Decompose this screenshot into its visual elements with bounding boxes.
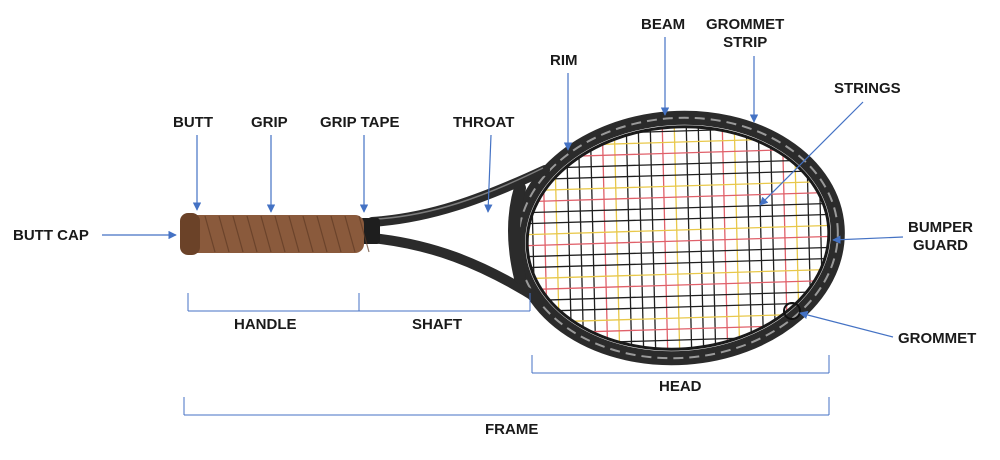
- main-string: [637, 117, 645, 359]
- label-butt: BUTT: [173, 114, 213, 131]
- grip-tape-wrap: [330, 215, 342, 253]
- label-frame: FRAME: [485, 421, 539, 438]
- main-string: [661, 117, 669, 359]
- dimension-brackets: [183, 293, 830, 416]
- cross-string: [520, 246, 836, 258]
- main-string: [733, 117, 741, 359]
- arrow-grommet: [799, 310, 894, 338]
- cross-string: [520, 290, 836, 302]
- grip-tape-wrap: [260, 215, 272, 253]
- cross-string: [520, 279, 836, 291]
- arrow-bumper-guard: [832, 235, 904, 244]
- shaft-bracket: [358, 293, 531, 312]
- cross-string: [520, 169, 836, 181]
- main-string: [757, 117, 765, 359]
- throat-upper-arm: [367, 165, 550, 227]
- frame-bracket: [183, 397, 830, 416]
- cross-string: [520, 180, 836, 192]
- arrow-throat: [484, 134, 493, 213]
- throat-lower-arm: [367, 233, 545, 305]
- cross-string: [520, 213, 836, 225]
- main-string: [613, 117, 621, 359]
- label-grommet: GROMMET: [898, 330, 977, 347]
- grip-tape-wrap: [344, 215, 356, 253]
- grip-tape-wrap: [232, 215, 244, 253]
- throat-highlight: [377, 167, 544, 220]
- cross-string: [520, 257, 836, 269]
- label-head: HEAD: [659, 378, 702, 395]
- label-butt-cap: BUTT CAP: [13, 227, 89, 244]
- throat-bridge: [508, 182, 526, 284]
- main-string: [649, 117, 657, 359]
- main-string: [745, 117, 753, 359]
- grip-tape-wrap: [218, 215, 230, 253]
- cross-string: [520, 191, 836, 203]
- label-strings: STRINGS: [834, 80, 901, 97]
- label-beam: BEAM: [641, 16, 686, 33]
- grip-tape-wrap: [274, 215, 286, 253]
- main-string: [601, 117, 609, 359]
- label-grip: GRIP: [251, 114, 288, 131]
- grip-tape-wrap: [288, 215, 300, 253]
- main-string: [673, 117, 681, 359]
- label-handle: HANDLE: [234, 316, 297, 333]
- main-string: [625, 117, 633, 359]
- head-inner-edge: [525, 125, 831, 351]
- label-rim: RIM: [550, 52, 578, 69]
- main-string: [589, 117, 597, 359]
- main-string: [685, 117, 693, 359]
- grip-tape-wrap: [204, 215, 216, 253]
- cross-string: [520, 235, 836, 247]
- label-bumper-guard: BUMPER GUARD: [908, 219, 974, 254]
- handle-bracket: [187, 293, 360, 312]
- cross-string: [520, 202, 836, 214]
- label-grommet-strip: GROMMET STRIP: [706, 16, 785, 51]
- strings-bed: [520, 117, 836, 359]
- label-throat: THROAT: [453, 114, 515, 131]
- grip-tape-wrap: [246, 215, 258, 253]
- label-shaft: SHAFT: [412, 316, 462, 333]
- arrow-strings: [759, 101, 864, 206]
- grip-tape-wrap: [316, 215, 328, 253]
- grip-tape-wrap: [302, 215, 314, 253]
- head-bracket: [531, 355, 830, 374]
- label-grip-tape: GRIP TAPE: [320, 114, 400, 131]
- callout-arrows: [102, 37, 904, 338]
- handle-grip: [180, 213, 370, 255]
- cross-string: [520, 268, 836, 280]
- cross-string: [520, 224, 836, 236]
- grip-tape-wrap: [358, 215, 370, 253]
